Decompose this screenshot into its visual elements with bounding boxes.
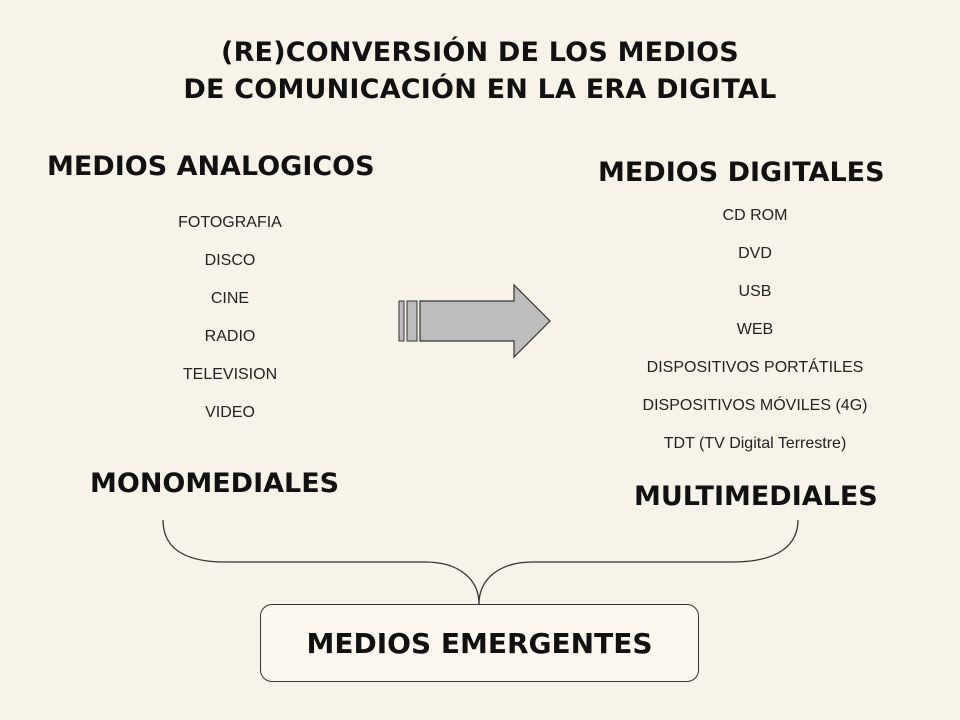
list-item: DISCO (204, 252, 256, 269)
list-item: DVD (738, 245, 772, 262)
multimediales-label: MULTIMEDIALES (634, 481, 878, 512)
right-arrow-icon (398, 283, 551, 359)
digital-list: CD ROM DVD USB WEB DISPOSITIVOS PORTÁTIL… (585, 206, 925, 472)
curly-brace (162, 519, 799, 605)
list-item: DISPOSITIVOS PORTÁTILES (646, 359, 864, 376)
analog-heading: MEDIOS ANALOGICOS (47, 151, 375, 182)
list-item: DISPOSITIVOS MÓVILES (4G) (642, 397, 868, 414)
list-item: CD ROM (722, 207, 788, 224)
title-line-1: (RE)CONVERSIÓN DE LOS MEDIOS (221, 37, 739, 68)
list-item: TELEVISION (182, 366, 278, 383)
list-item: TDT (TV Digital Terrestre) (663, 435, 847, 452)
digital-heading: MEDIOS DIGITALES (598, 157, 885, 188)
emergent-box: MEDIOS EMERGENTES (260, 604, 699, 682)
title-line-2: DE COMUNICACIÓN EN LA ERA DIGITAL (183, 74, 777, 105)
arrow-stripe-1 (398, 300, 405, 342)
list-item: CINE (210, 290, 250, 307)
analog-list: FOTOGRAFIA DISCO CINE RADIO TELEVISION V… (130, 213, 330, 441)
monomediales-label: MONOMEDIALES (90, 468, 340, 499)
list-item: USB (738, 283, 772, 300)
list-item: RADIO (204, 328, 256, 345)
emergent-label: MEDIOS EMERGENTES (306, 626, 653, 660)
arrow-body (419, 283, 551, 359)
list-item: FOTOGRAFIA (178, 214, 282, 231)
page-title: (RE)CONVERSIÓN DE LOS MEDIOS DE COMUNICA… (0, 34, 960, 108)
arrow-stripe-2 (406, 300, 418, 342)
list-item: VIDEO (205, 404, 255, 421)
list-item: WEB (736, 321, 774, 338)
